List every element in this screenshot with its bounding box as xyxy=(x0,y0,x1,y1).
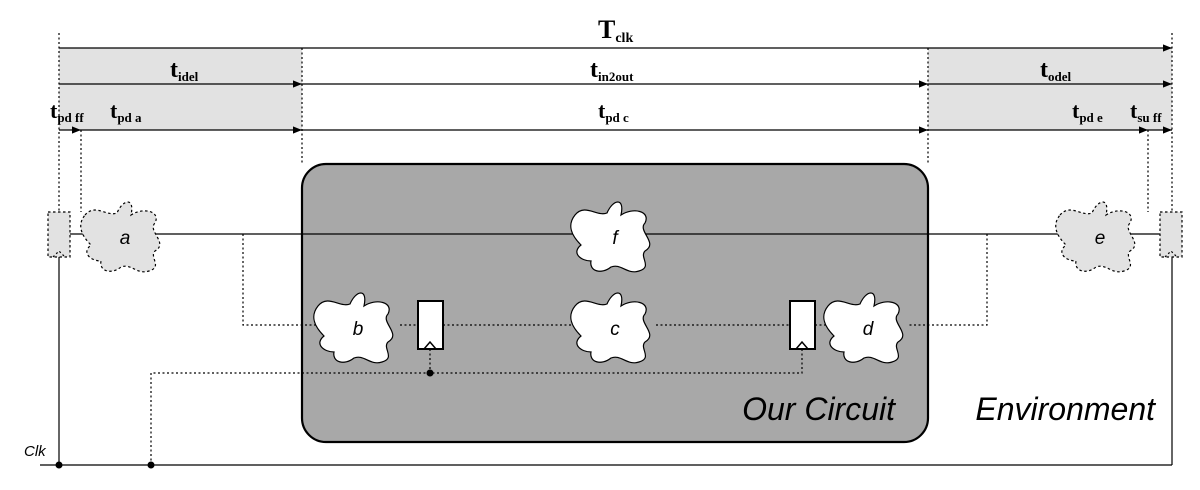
tclk-label: Tclk xyxy=(598,15,633,46)
tin2out-label: tin2out xyxy=(590,57,634,84)
logic-block-c: c xyxy=(570,292,651,364)
idel-band xyxy=(59,48,302,130)
tpde-sub: pd e xyxy=(1079,110,1103,125)
block-b-label: b xyxy=(353,319,364,340)
environment-label: Environment xyxy=(975,391,1156,427)
tpdc-label: tpd c xyxy=(598,98,629,125)
circuit-label: Our Circuit xyxy=(742,391,896,427)
tidel-sub: idel xyxy=(178,69,199,84)
logic-block-e: e xyxy=(1055,201,1136,273)
junction-dot xyxy=(147,461,155,469)
todel-sub: odel xyxy=(1048,69,1072,84)
tidel-main: t xyxy=(170,57,178,83)
register-left xyxy=(417,300,444,350)
tpda-sub: pd a xyxy=(117,110,142,125)
tpde-label: tpd e xyxy=(1072,98,1103,125)
logic-blobs: a e f b c d xyxy=(80,201,1136,364)
register-right xyxy=(789,300,816,350)
tpda-main: t xyxy=(110,98,118,123)
tpdff-sub: pd ff xyxy=(57,110,84,125)
clk-label: Clk xyxy=(24,443,47,460)
junction-dot xyxy=(426,369,434,377)
env-flipflops xyxy=(47,211,1183,258)
guide-lines xyxy=(58,33,1173,212)
junction-dot xyxy=(55,461,63,469)
timing-arrows xyxy=(59,44,1172,134)
logic-block-b: b xyxy=(313,292,394,364)
odel-band xyxy=(928,48,1172,130)
logic-block-f: f xyxy=(570,201,651,273)
tpdc-main: t xyxy=(598,98,606,123)
input-flipflop xyxy=(47,211,71,258)
tpdff-label: tpd ff xyxy=(50,98,84,125)
tsuff-main: t xyxy=(1130,98,1138,123)
output-flipflop xyxy=(1159,211,1183,258)
tpda-label: tpd a xyxy=(110,98,142,125)
block-d-label: d xyxy=(863,319,875,340)
block-e-label: e xyxy=(1095,228,1106,249)
block-c-label: c xyxy=(610,319,620,340)
block-a-label: a xyxy=(120,228,131,249)
tclk-sub: clk xyxy=(615,31,633,46)
tsuff-sub: su ff xyxy=(1137,110,1162,125)
circuit-registers xyxy=(417,300,816,350)
tpdff-main: t xyxy=(50,98,58,123)
todel-main: t xyxy=(1040,57,1048,83)
logic-block-d: d xyxy=(823,292,904,364)
tsuff-label: tsu ff xyxy=(1130,98,1162,125)
tin2out-main: t xyxy=(590,57,598,83)
timing-labels: Tclk tidel tin2out todel tpd ff tpd a tp… xyxy=(50,15,1162,125)
todel-label: todel xyxy=(1040,57,1072,84)
tpdc-sub: pd c xyxy=(605,110,629,125)
logic-block-a: a xyxy=(80,201,161,273)
tin2out-sub: in2out xyxy=(598,69,634,84)
clock-wiring xyxy=(40,257,1173,469)
block-f-label: f xyxy=(612,228,619,249)
tpde-main: t xyxy=(1072,98,1080,123)
tclk-main: T xyxy=(598,15,615,44)
tidel-label: tidel xyxy=(170,57,199,84)
